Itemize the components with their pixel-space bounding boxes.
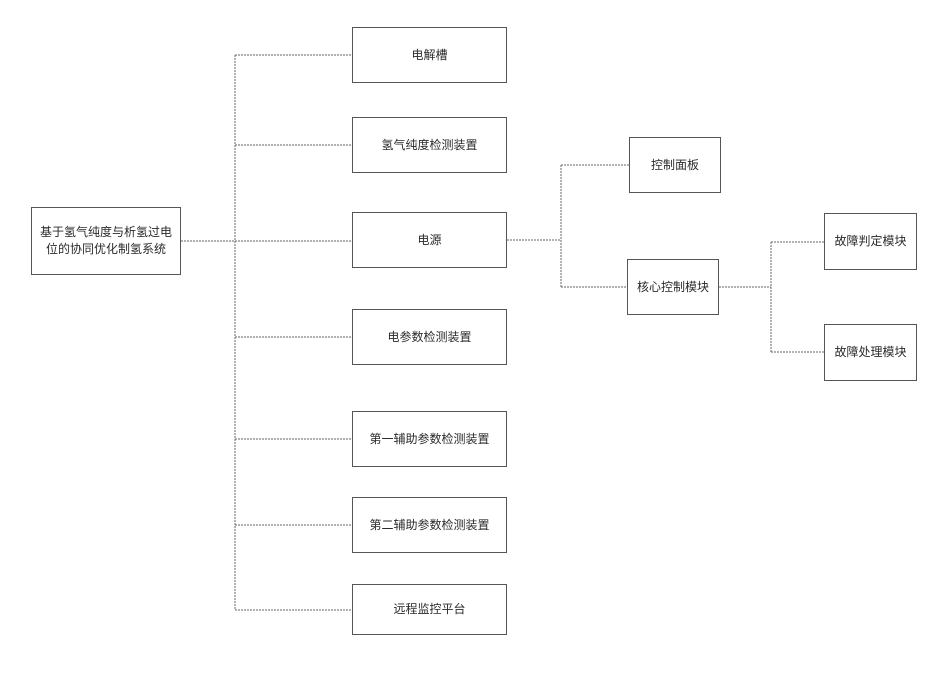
second-auxiliary-detector-node: 第二辅助参数检测装置 bbox=[352, 497, 507, 553]
core-control-module-node: 核心控制模块 bbox=[627, 259, 719, 315]
remote-monitoring-platform-label: 远程监控平台 bbox=[393, 601, 465, 618]
hydrogen-purity-detector-label: 氢气纯度检测装置 bbox=[381, 137, 477, 154]
system-root-label: 基于氢气纯度与析氢过电位的协同优化制氢系统 bbox=[36, 224, 176, 258]
system-root-node: 基于氢气纯度与析氢过电位的协同优化制氢系统 bbox=[31, 207, 181, 275]
fault-judgment-module-node: 故障判定模块 bbox=[824, 213, 917, 270]
power-supply-node: 电源 bbox=[352, 212, 507, 268]
hydrogen-purity-detector-node: 氢气纯度检测装置 bbox=[352, 117, 507, 173]
fault-judgment-module-label: 故障判定模块 bbox=[834, 233, 906, 250]
control-panel-node: 控制面板 bbox=[629, 137, 721, 193]
electrolyzer-node: 电解槽 bbox=[352, 27, 507, 83]
electrical-parameter-detector-label: 电参数检测装置 bbox=[387, 329, 471, 346]
control-panel-label: 控制面板 bbox=[651, 157, 699, 174]
power-supply-label: 电源 bbox=[417, 232, 441, 249]
first-auxiliary-detector-label: 第一辅助参数检测装置 bbox=[369, 431, 489, 448]
core-control-module-label: 核心控制模块 bbox=[637, 279, 709, 296]
fault-handling-module-node: 故障处理模块 bbox=[824, 324, 917, 381]
electrical-parameter-detector-node: 电参数检测装置 bbox=[352, 309, 507, 365]
remote-monitoring-platform-node: 远程监控平台 bbox=[352, 584, 507, 635]
electrolyzer-label: 电解槽 bbox=[411, 47, 447, 64]
first-auxiliary-detector-node: 第一辅助参数检测装置 bbox=[352, 411, 507, 467]
second-auxiliary-detector-label: 第二辅助参数检测装置 bbox=[369, 517, 489, 534]
fault-handling-module-label: 故障处理模块 bbox=[834, 344, 906, 361]
